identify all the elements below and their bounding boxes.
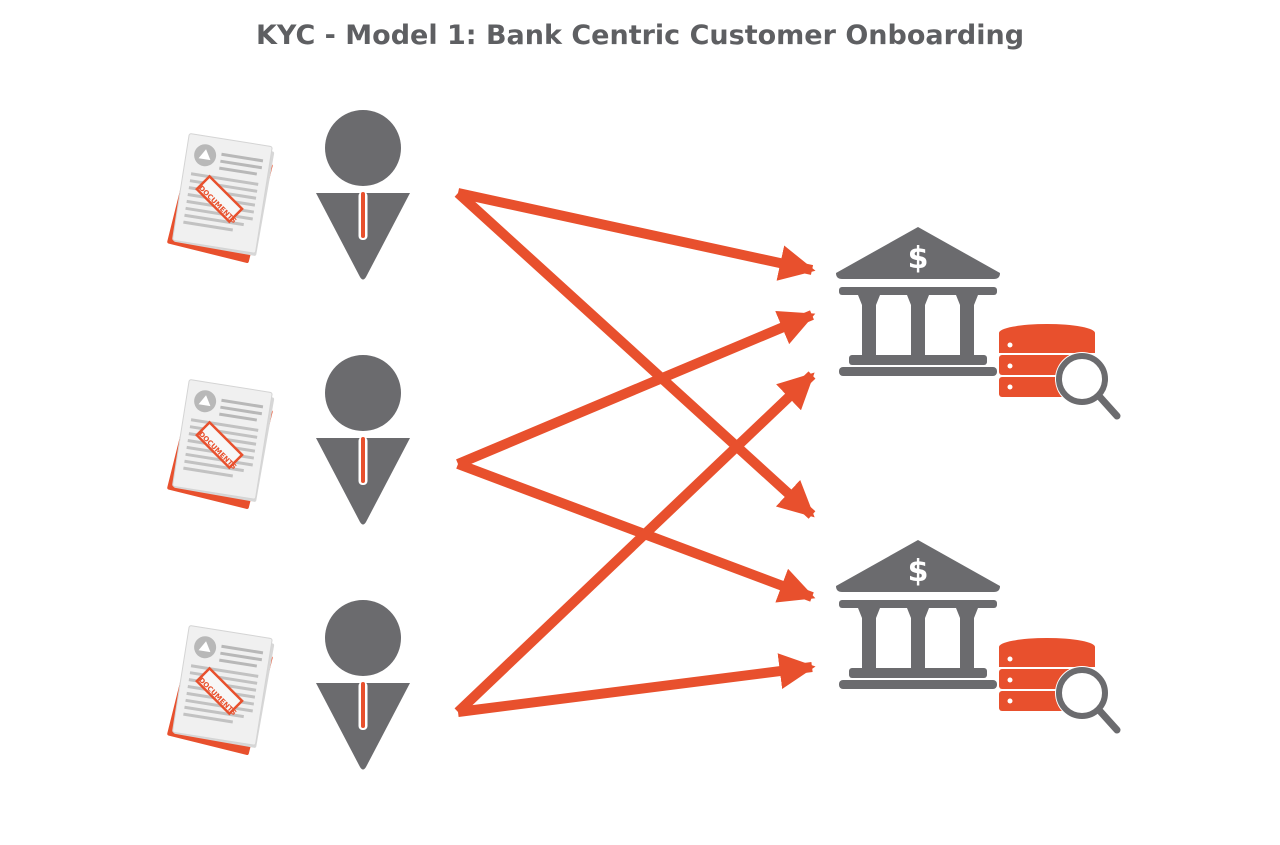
- connection-arrows: [454, 188, 816, 717]
- arrow-customer2-to-bank2: [456, 459, 816, 603]
- arrow-customer2-to-bank1: [456, 310, 816, 469]
- arrow-customer1-to-bank2: [454, 189, 816, 519]
- customer-2: DOCUMENTS: [165, 355, 410, 525]
- person-icon: [316, 600, 410, 770]
- arrow-customer3-to-bank2: [457, 653, 816, 717]
- customer-3: DOCUMENTS: [165, 600, 410, 770]
- person-icon: [316, 355, 410, 525]
- bank-icon: $: [836, 227, 1000, 376]
- documents-icon: DOCUMENTS: [165, 132, 276, 265]
- dollar-symbol: $: [908, 554, 929, 589]
- bank-icon: $: [836, 540, 1000, 689]
- bank-1: $: [836, 227, 1117, 416]
- arrow-customer1-to-bank1: [456, 188, 816, 281]
- database-search-icon: [999, 638, 1117, 730]
- documents-icon: DOCUMENTS: [165, 624, 276, 757]
- person-icon: [316, 110, 410, 280]
- customer-1: DOCUMENTS: [165, 110, 410, 280]
- database-search-icon: [999, 324, 1117, 416]
- arrow-customer3-to-bank1: [454, 371, 816, 716]
- diagram-title: KYC - Model 1: Bank Centric Customer Onb…: [255, 20, 1025, 51]
- documents-icon: DOCUMENTS: [165, 378, 276, 511]
- dollar-symbol: $: [908, 241, 929, 276]
- bank-2: $: [836, 540, 1117, 730]
